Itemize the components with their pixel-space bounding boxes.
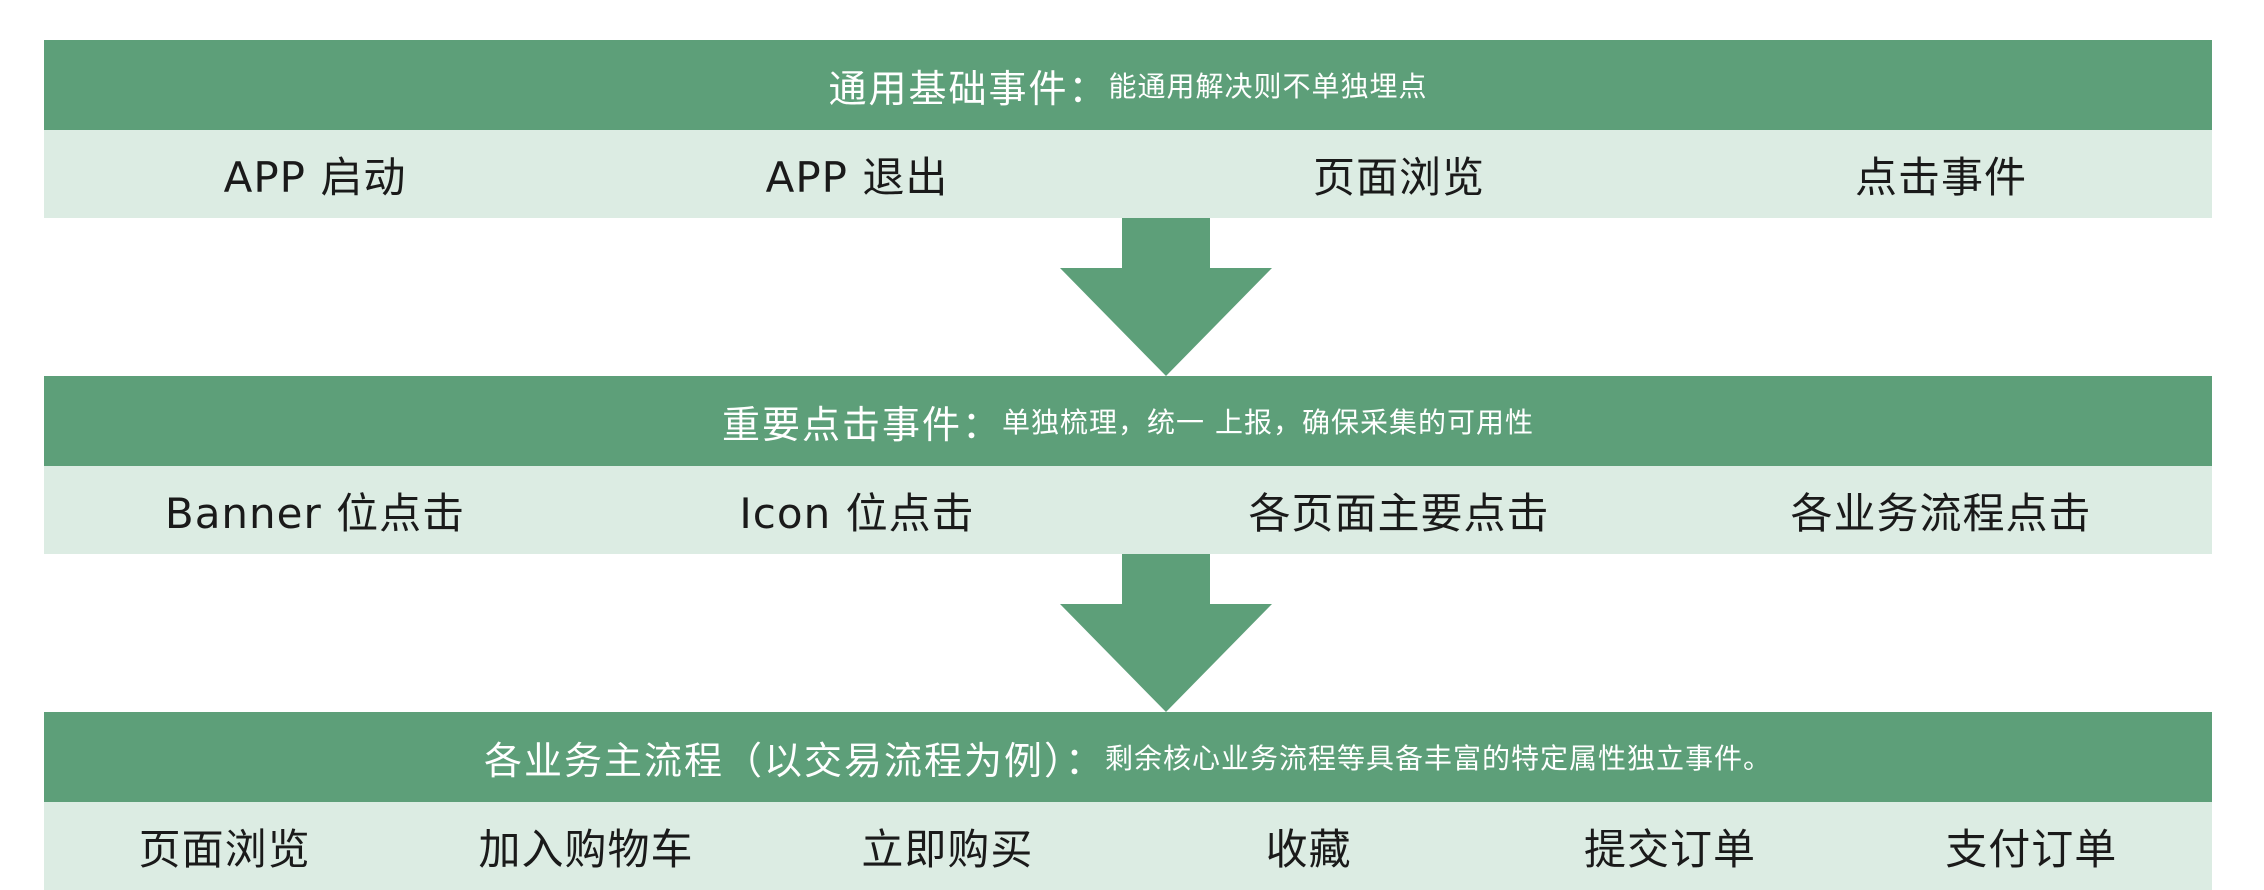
event-item: 各业务流程点击	[1790, 488, 2092, 538]
tier-note: 单独梳理，统一 上报，确保采集的可用性	[1002, 406, 1534, 439]
tier-title: 重要点击事件：	[722, 402, 1003, 447]
down-arrow-icon	[1060, 218, 1272, 376]
down-arrow-icon	[1060, 554, 1272, 712]
event-item: 各页面主要点击	[1248, 488, 1550, 538]
tier-items: 页面浏览 加入购物车 立即购买 收藏 提交订单 支付订单	[44, 802, 2212, 890]
event-item: 立即购买	[861, 824, 1034, 874]
tier-header: 各业务主流程（以交易流程为例）： 剩余核心业务流程等具备丰富的特定属性独立事件。	[44, 712, 2212, 802]
tier-items: Banner 位点击 Icon 位点击 各页面主要点击 各业务流程点击	[44, 466, 2212, 554]
event-item: 提交订单	[1583, 824, 1756, 874]
tier-title: 通用基础事件：	[828, 66, 1109, 111]
tier-title: 各业务主流程（以交易流程为例）：	[483, 738, 1105, 783]
tier-header: 重要点击事件： 单独梳理，统一 上报，确保采集的可用性	[44, 376, 2212, 466]
tier-items: APP 启动 APP 退出 页面浏览 点击事件	[44, 130, 2212, 218]
event-item: APP 退出	[765, 152, 949, 202]
event-item: APP 启动	[223, 152, 407, 202]
event-item: Banner 位点击	[164, 488, 466, 538]
event-item: 页面浏览	[1312, 152, 1485, 202]
tier-header: 通用基础事件： 能通用解决则不单独埋点	[44, 40, 2212, 130]
event-item: 加入购物车	[478, 824, 694, 874]
event-item: 点击事件	[1854, 152, 2027, 202]
tier-note: 能通用解决则不单独埋点	[1108, 70, 1428, 103]
tier-note: 剩余核心业务流程等具备丰富的特定属性独立事件。	[1105, 742, 1773, 775]
tier-business-flow-events: 各业务主流程（以交易流程为例）： 剩余核心业务流程等具备丰富的特定属性独立事件。…	[44, 712, 2212, 890]
event-item: 页面浏览	[138, 824, 311, 874]
tier-basic-events: 通用基础事件： 能通用解决则不单独埋点 APP 启动 APP 退出 页面浏览 点…	[44, 40, 2212, 218]
down-arrow-shape	[1060, 554, 1272, 712]
event-item: 收藏	[1265, 824, 1352, 874]
tier-key-click-events: 重要点击事件： 单独梳理，统一 上报，确保采集的可用性 Banner 位点击 I…	[44, 376, 2212, 554]
down-arrow-shape	[1060, 218, 1272, 376]
event-item: 支付订单	[1945, 824, 2118, 874]
event-item: Icon 位点击	[739, 488, 975, 538]
